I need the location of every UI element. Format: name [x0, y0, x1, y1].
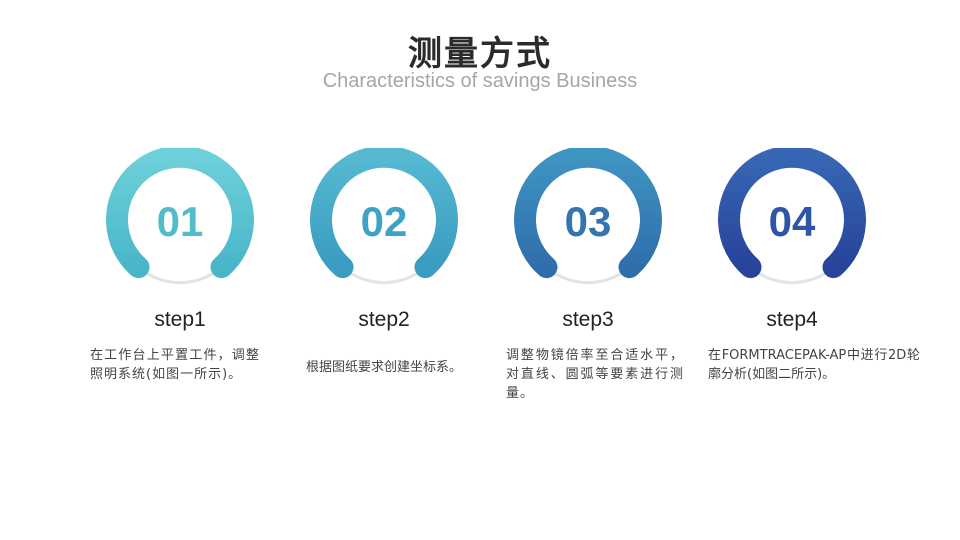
step-number-2: 02	[360, 198, 408, 245]
page-subtitle: Characteristics of savings Business	[322, 70, 638, 92]
step-description-3: 调整物镜倍率至合适水平，对直线、圆弧等要素进行测量。	[506, 348, 684, 401]
progress-ring-3	[506, 148, 670, 296]
page-title: 测量方式	[408, 34, 552, 74]
progress-ring-2	[302, 148, 466, 296]
step-description-4: 在FORMTRACEPAK-AP中进行2D轮廓分析(如图二所示)。	[708, 348, 920, 382]
step-label-1: step1	[154, 308, 206, 331]
step-card-3: 03 step3 调整物镜倍率至合适水平，对直线、圆弧等要素进行测量。	[500, 148, 683, 418]
step-card-4: 04 step4 在FORMTRACEPAK-AP中进行2D轮廓分析(如图二所示…	[704, 148, 920, 418]
step-card-2: 02 step2 根据图纸要求创建坐标系。	[296, 148, 472, 418]
step-description-2: 根据图纸要求创建坐标系。	[305, 360, 462, 375]
progress-ring-4	[710, 148, 874, 296]
step-number-3: 03	[564, 198, 612, 245]
step-label-3: step3	[562, 308, 614, 331]
step-label-2: step2	[358, 308, 410, 331]
step-description-1: 在工作台上平置工件，调整照明系统(如图一所示)。	[90, 348, 260, 382]
step-number-4: 04	[768, 198, 816, 245]
progress-ring-1	[98, 148, 262, 296]
step-card-1: 01 step1 在工作台上平置工件，调整照明系统(如图一所示)。	[90, 148, 268, 418]
step-label-4: step4	[766, 308, 818, 331]
step-number-1: 01	[156, 198, 204, 245]
